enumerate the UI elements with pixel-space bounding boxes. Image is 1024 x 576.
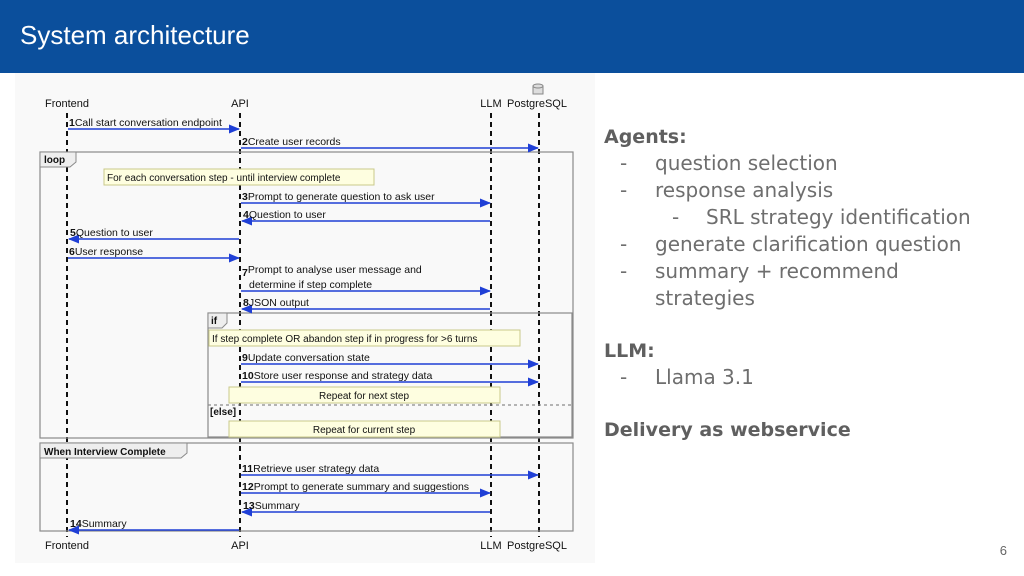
message-12: 12Prompt to generate summary and suggest… bbox=[242, 481, 469, 493]
agent-item: -response analysis bbox=[620, 178, 834, 202]
repeat-next-note: Repeat for next step bbox=[319, 391, 409, 402]
loop-note-box bbox=[103, 168, 375, 186]
else-label: [else] bbox=[210, 407, 236, 418]
participant-db-top: PostgreSQL bbox=[507, 98, 567, 110]
message-3: 3Prompt to generate question to ask user bbox=[242, 191, 435, 203]
message-arrows bbox=[67, 124, 540, 535]
repeat-next-box bbox=[228, 386, 501, 404]
participant-frontend-top: Frontend bbox=[45, 98, 89, 110]
llm-list: -Llama 3.1 bbox=[604, 364, 1004, 391]
loop-frame bbox=[39, 151, 574, 439]
message-7-line2: determine if step complete bbox=[249, 279, 372, 291]
message-11: 11Retrieve user strategy data bbox=[242, 463, 379, 475]
message-9: 9Update conversation state bbox=[242, 352, 370, 364]
message-4: 4Question to user bbox=[243, 209, 326, 221]
complete-frame bbox=[39, 442, 574, 532]
llm-item: -Llama 3.1 bbox=[620, 365, 754, 389]
agent-item: -question selection bbox=[620, 151, 838, 175]
agents-heading: Agents: bbox=[604, 126, 687, 148]
if-condition: If step complete OR abandon step if in p… bbox=[212, 334, 477, 345]
slide-title: System architecture bbox=[20, 20, 250, 50]
llm-heading: LLM: bbox=[604, 340, 655, 362]
slide-header: System architecture bbox=[0, 0, 1024, 73]
message-8: 8JSON output bbox=[243, 297, 309, 309]
message-1: 1Call start conversation endpoint bbox=[69, 117, 222, 129]
participant-llm-top: LLM bbox=[480, 98, 501, 110]
participant-db-bottom: PostgreSQL bbox=[507, 540, 567, 552]
repeat-current-box bbox=[228, 420, 501, 438]
delivery-heading: Delivery as webservice bbox=[604, 419, 851, 441]
message-13: 13Summary bbox=[243, 500, 300, 512]
participant-llm-bottom: LLM bbox=[480, 540, 501, 552]
complete-label: When Interview Complete bbox=[44, 447, 166, 458]
if-condition-box bbox=[208, 329, 521, 347]
agent-item: -generate clarification question bbox=[620, 232, 962, 256]
message-14: 14Summary bbox=[70, 518, 127, 530]
message-5: 5Question to user bbox=[70, 227, 153, 239]
sequence-diagram: Frontend API LLM PostgreSQL Frontend API… bbox=[15, 73, 595, 563]
message-2: 2Create user records bbox=[242, 136, 341, 148]
page-number: 6 bbox=[999, 543, 1007, 558]
agent-item-continued: strategies bbox=[655, 286, 755, 310]
repeat-current-note: Repeat for current step bbox=[313, 425, 416, 436]
side-panel: Agents: -question selection -response an… bbox=[604, 124, 1004, 443]
if-label: if bbox=[211, 316, 218, 327]
database-icon bbox=[532, 83, 544, 95]
message-7: 7Prompt to analyse user message and bbox=[242, 264, 422, 279]
agent-sub-item: -SRL strategy identification bbox=[672, 205, 971, 229]
participant-api-bottom: API bbox=[231, 540, 249, 552]
diagram-background bbox=[15, 73, 595, 563]
participant-frontend-bottom: Frontend bbox=[45, 540, 89, 552]
lifelines bbox=[66, 113, 540, 537]
message-10: 10Store user response and strategy data bbox=[242, 370, 432, 382]
participant-api-top: API bbox=[231, 98, 249, 110]
agent-item: -summary + recommend bbox=[620, 259, 899, 283]
loop-label: loop bbox=[44, 155, 65, 166]
loop-note: For each conversation step - until inter… bbox=[107, 173, 341, 184]
agents-list: -question selection -response analysis -… bbox=[604, 150, 1004, 312]
message-6: 6User response bbox=[69, 246, 143, 258]
